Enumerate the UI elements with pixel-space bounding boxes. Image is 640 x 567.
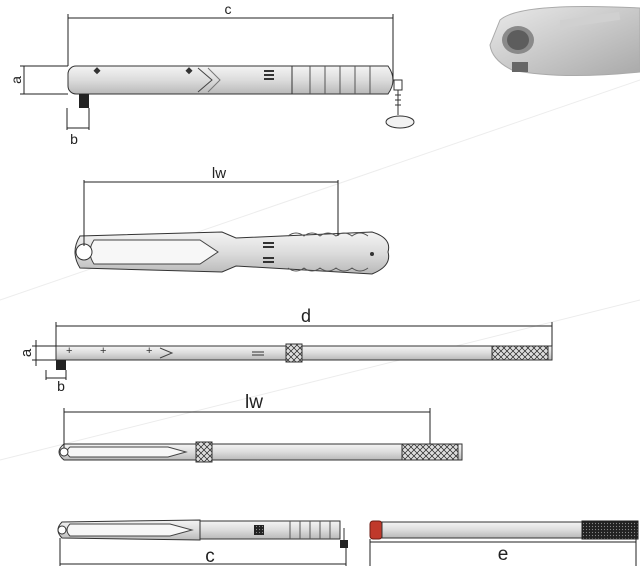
wrench-top-view-1: lw: [74, 165, 390, 275]
top-wrench-side-view: c a b: [8, 1, 415, 147]
scale-marks: [264, 70, 274, 80]
top-wrench-grip: [291, 65, 394, 95]
knurled-collar: [195, 441, 213, 463]
dimension-lw-2: lw: [63, 392, 431, 448]
marker-icon: [185, 67, 193, 75]
dimension-label-a: a: [18, 348, 35, 357]
dimension-b-mid: b: [45, 370, 67, 394]
product-photo: [489, 6, 640, 77]
red-end-cap: [369, 520, 383, 540]
marker-icon: +: [66, 345, 72, 357]
dimension-label-lw: lw: [212, 165, 226, 182]
adjusting-knob: [340, 528, 348, 548]
wrench-bottom-left: c: [57, 519, 348, 567]
dimension-label-d: d: [301, 306, 311, 326]
dimension-label-c: c: [205, 546, 215, 567]
dimension-a-mid: a: [18, 340, 56, 366]
knurled-grip: [401, 443, 459, 461]
wrench-top-view-2: lw: [58, 392, 463, 463]
dimension-label-b: b: [70, 131, 78, 147]
knurled-grip: [581, 520, 639, 540]
dimension-e: e: [369, 539, 637, 566]
marker-icon: +: [100, 345, 106, 357]
scale-marks: [263, 242, 274, 263]
dimension-label-lw: lw: [245, 392, 263, 413]
dimension-c-top: c: [67, 1, 394, 80]
marker-icon: [93, 67, 101, 75]
scale-window: [254, 525, 264, 535]
grip-waves: [287, 232, 369, 272]
dimension-a-top: a: [8, 65, 68, 95]
dimension-d: d: [55, 306, 553, 346]
marker-icon: +: [146, 345, 152, 357]
dimension-lw-1: lw: [83, 165, 339, 246]
grip-rings: [289, 521, 331, 539]
adjusting-knob: [385, 79, 415, 129]
dimension-c-bottom: c: [59, 538, 347, 567]
dimension-label-a: a: [8, 76, 24, 84]
extension-bar: e: [369, 520, 639, 566]
dimension-label-b: b: [57, 378, 65, 394]
dimension-b-top: b: [66, 108, 90, 147]
knurled-collar: [285, 343, 303, 363]
long-wrench-side-view: + + + d a b: [18, 306, 553, 394]
knurled-grip: [491, 345, 549, 361]
square-drive: [56, 360, 66, 370]
square-drive: [79, 94, 89, 108]
dimension-label-e: e: [498, 544, 509, 565]
dimension-label-c: c: [225, 1, 232, 17]
